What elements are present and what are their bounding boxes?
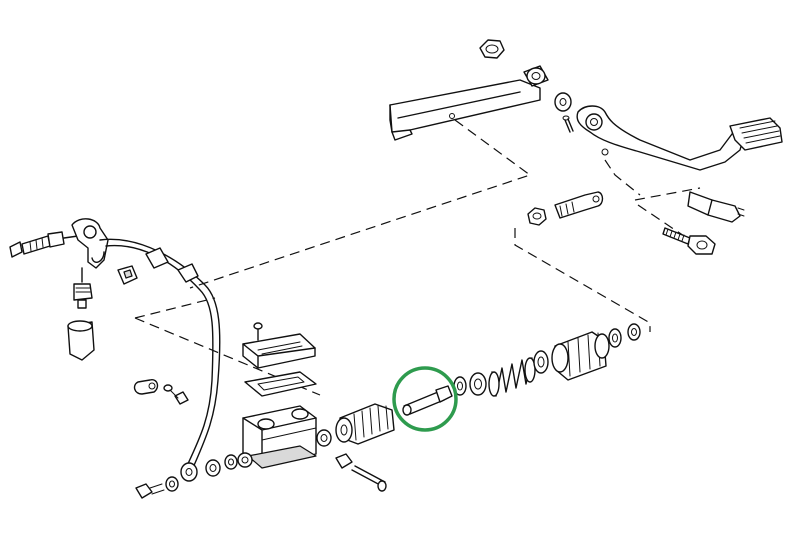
hose-clamp <box>133 379 159 395</box>
stop-washer <box>469 372 487 396</box>
brake-rod <box>99 238 221 482</box>
end-rings <box>608 323 641 348</box>
rubber-bushing-left <box>67 320 95 361</box>
adjusting-bolt <box>662 227 716 255</box>
pivot-bushing <box>523 65 549 87</box>
dashed-line-pedal-to-boot <box>514 228 651 332</box>
master-cylinder-body <box>242 405 317 469</box>
dashed-line-rod-branch <box>134 297 216 319</box>
dust-boot <box>551 331 610 381</box>
pushrod-pin <box>402 385 453 416</box>
banjo-bolt <box>135 483 165 499</box>
lower-bolt <box>335 453 387 492</box>
top-nut <box>479 39 505 59</box>
brake-light-switch <box>687 191 745 223</box>
clevis-rod-end <box>554 191 604 219</box>
spring-washer <box>533 350 549 374</box>
reservoir-diaphragm <box>244 371 317 397</box>
pivot-bracket <box>71 218 109 269</box>
bracket-clip <box>117 265 138 285</box>
return-spring <box>488 357 536 397</box>
clamp-screw <box>163 384 189 405</box>
cap-screw <box>253 322 263 341</box>
brake-pedal <box>576 105 783 171</box>
cotter-pin <box>562 115 574 133</box>
left-pushrod <box>9 231 79 258</box>
left-small-bolt <box>73 267 93 309</box>
lever-arm <box>389 79 541 141</box>
cylinder-washers <box>165 429 332 492</box>
reservoir-cap-plate <box>242 333 316 369</box>
dashed-line-switch <box>634 187 701 201</box>
piston-seal-spring <box>335 403 395 445</box>
dashed-line-lever-to-rod <box>189 119 532 289</box>
clevis-nut <box>527 207 547 226</box>
pedal-washer <box>554 92 572 112</box>
dashed-line-pedal-pivot <box>604 159 641 196</box>
highlight-circle <box>392 366 458 432</box>
